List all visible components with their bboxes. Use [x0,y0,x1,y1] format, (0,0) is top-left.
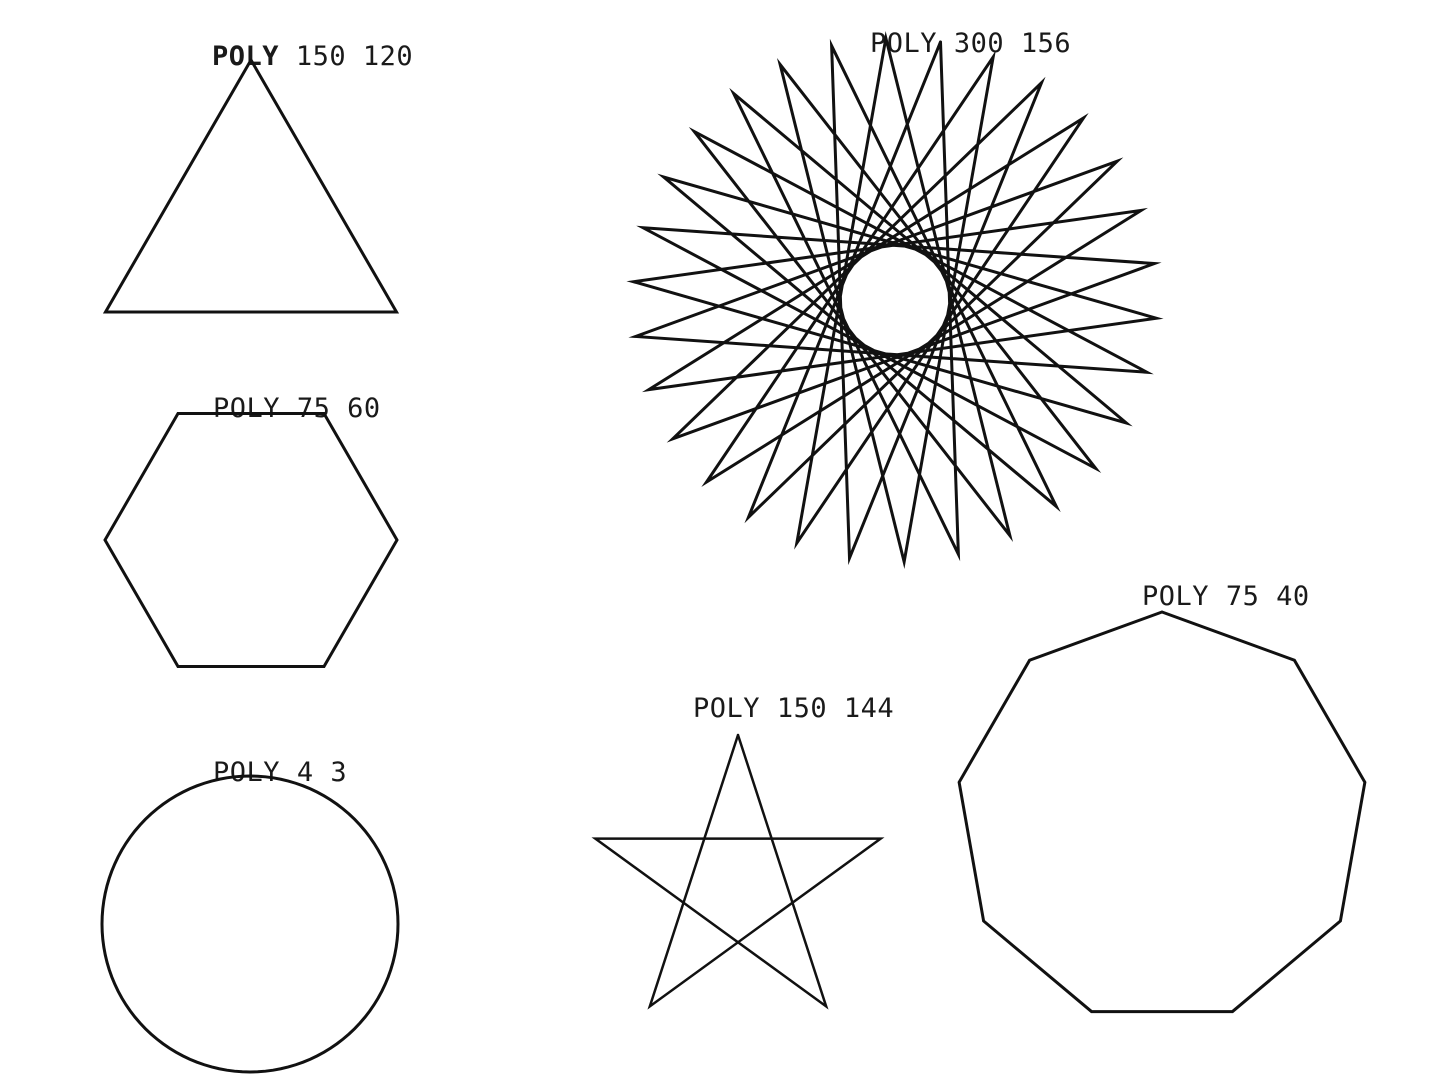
label-args: 75 40 [1225,581,1310,612]
poly-75-40-path [957,610,1367,1014]
star-rosette-shape [626,30,1164,570]
hexagon-shape [103,412,399,668]
poly-150-120-path [102,58,400,314]
label-command: POLY [213,393,281,424]
label-poly-150-144: POLY 150 144 [626,668,894,749]
label-command: POLY [693,693,761,724]
label-poly-300-156: POLY 300 156 [803,3,1071,84]
label-args: 75 60 [296,393,381,424]
pentagram-shape [591,733,885,1010]
poly-75-60-path [103,412,399,668]
nonagon-shape [957,610,1367,1014]
label-args: 4 3 [296,757,348,788]
circle-shape [100,774,400,1074]
label-poly-75-40: POLY 75 40 [1075,556,1310,637]
label-poly-150-120: POLY 150 120 [145,16,413,97]
poly-150-144-path [591,733,885,1010]
label-command: POLY [870,28,938,59]
label-poly-75-60: POLY 75 60 [146,368,381,449]
label-command: POLY [213,757,281,788]
label-args: 150 144 [776,693,895,724]
label-command: POLY [212,41,280,72]
poly-300-156-path [626,30,1164,570]
label-poly-4-3: POLY 4 3 [146,732,347,813]
triangle-shape [102,58,400,314]
label-command: POLY [1142,581,1210,612]
poly-4-3-path [100,774,400,1074]
label-args: 150 120 [295,41,414,72]
